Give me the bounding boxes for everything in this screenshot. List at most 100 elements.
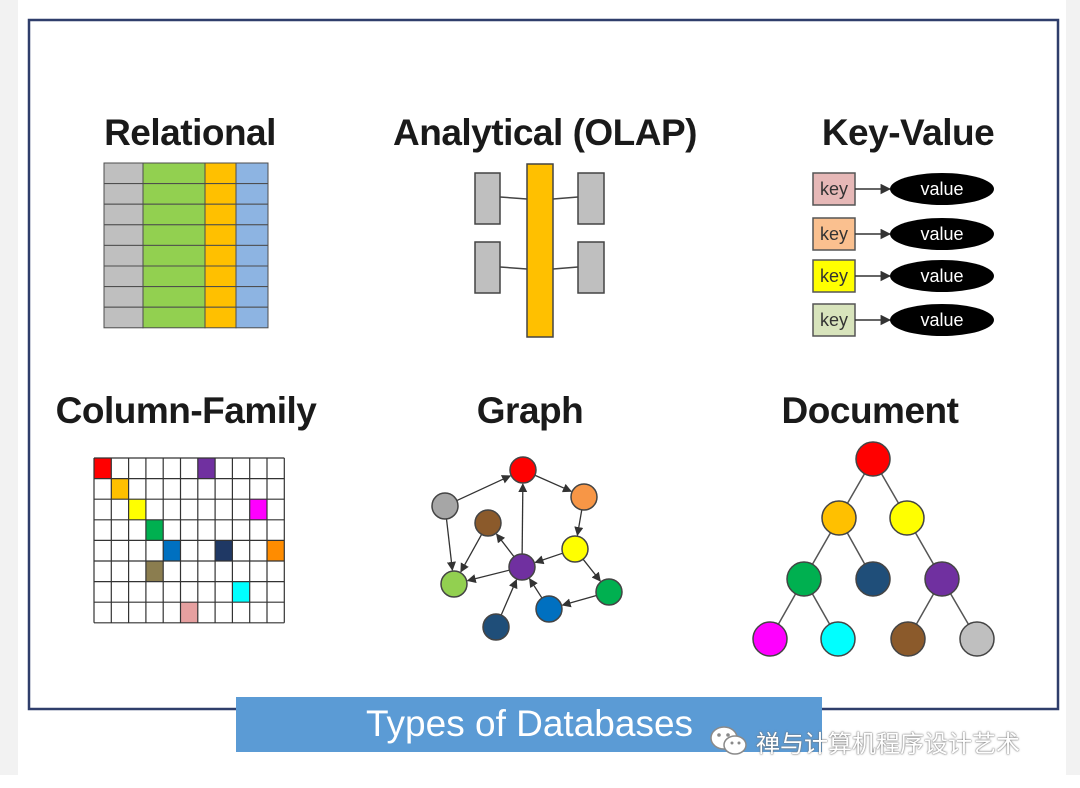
graph-edge — [561, 594, 597, 608]
value-ellipse — [890, 173, 994, 205]
document-node — [855, 441, 891, 477]
olap-dimension-box — [474, 241, 501, 294]
graph-node — [474, 509, 502, 537]
document-node — [855, 561, 891, 597]
column-family-colored-cell — [163, 540, 181, 561]
olap-connector — [552, 266, 579, 270]
graph-node — [595, 578, 623, 606]
relational-cell — [142, 224, 206, 246]
olap-connector — [552, 196, 579, 200]
document-node — [959, 621, 995, 657]
olap-figure — [474, 163, 605, 338]
value-ellipse — [890, 218, 994, 250]
document-node — [752, 621, 788, 657]
key-box — [812, 172, 856, 206]
graph-edge — [456, 475, 512, 502]
document-node — [821, 500, 857, 536]
side-gutter-right — [1066, 0, 1080, 775]
relational-cell — [103, 203, 144, 226]
graph-edge — [466, 569, 510, 584]
graph-edge — [460, 534, 483, 573]
graph-edge — [496, 533, 515, 558]
relational-cell — [103, 306, 144, 329]
column-family-colored-cell — [128, 499, 146, 520]
relational-cell — [235, 244, 269, 267]
document-node — [889, 500, 925, 536]
key-label: key — [820, 310, 848, 330]
relational-cell — [142, 286, 206, 308]
column-family-colored-cell — [197, 458, 216, 479]
graph-edge — [534, 474, 573, 493]
value-ellipse — [890, 260, 994, 292]
relational-cell — [235, 286, 269, 308]
value-label: value — [920, 310, 963, 330]
olap-fact-bar — [526, 163, 554, 338]
relational-cell — [103, 244, 144, 267]
relational-cell — [204, 162, 237, 185]
graph-node — [535, 595, 563, 623]
column-family-colored-cell — [180, 602, 198, 623]
value-label: value — [920, 179, 963, 199]
relational-cell — [235, 203, 269, 226]
relational-cell — [204, 203, 237, 226]
column-family-title: Column-Family — [55, 390, 317, 431]
column-family-colored-cell — [145, 561, 164, 582]
watermark-text: 禅与计算机程序设计艺术 — [756, 729, 1020, 758]
column-family-colored-cell — [249, 499, 267, 520]
relational-cell — [142, 183, 206, 205]
banner-title: Types of Databases — [366, 703, 694, 744]
value-label: value — [920, 266, 963, 286]
key-value-figure: key value key value key value key value — [812, 172, 994, 337]
key-label: key — [820, 266, 848, 286]
relational-cell — [204, 306, 237, 329]
relational-cell — [204, 286, 237, 308]
relational-cell — [142, 162, 206, 185]
olap-connector — [499, 196, 528, 200]
graph-node — [508, 553, 536, 581]
relational-cell — [103, 224, 144, 246]
document-node — [820, 621, 856, 657]
relational-cell — [204, 224, 237, 246]
relational-cell — [204, 265, 237, 288]
relational-cell — [103, 162, 144, 185]
relational-cell — [142, 203, 206, 226]
olap-connector — [499, 266, 528, 270]
document-title: Document — [781, 390, 959, 431]
column-family-colored-cell — [111, 478, 129, 500]
key-label: key — [820, 224, 848, 244]
document-node — [924, 561, 960, 597]
side-gutter-left — [0, 0, 18, 775]
relational-cell — [235, 183, 269, 205]
graph-edge — [582, 558, 601, 582]
graph-node — [431, 492, 459, 520]
graph-node — [561, 535, 589, 563]
relational-cell — [204, 183, 237, 205]
graph-node — [440, 570, 468, 598]
column-family-colored-cell — [215, 540, 233, 561]
document-node — [786, 561, 822, 597]
relational-cell — [142, 265, 206, 288]
relational-cell — [235, 306, 269, 329]
graph-edge — [518, 483, 528, 555]
relational-title: Relational — [104, 112, 276, 153]
graph-edge — [445, 518, 456, 571]
graph-edge — [574, 509, 584, 537]
relational-cell — [103, 265, 144, 288]
graph-title: Graph — [476, 390, 584, 431]
column-family-colored-cell — [94, 458, 112, 479]
key-label: key — [820, 179, 848, 199]
watermark: 禅与计算机程序设计艺术 — [708, 724, 1020, 758]
wechat-icon — [710, 726, 747, 755]
column-family-colored-cell — [267, 540, 285, 561]
relational-cell — [142, 244, 206, 267]
graph-node — [509, 456, 537, 484]
relational-cell — [235, 265, 269, 288]
relational-cell — [235, 162, 269, 185]
graph-edge — [534, 552, 563, 565]
relational-cell — [235, 224, 269, 246]
olap-dimension-box — [577, 241, 605, 294]
value-label: value — [920, 224, 963, 244]
graph-edge — [500, 579, 518, 616]
key-value-title: Key-Value — [821, 112, 995, 153]
olap-title: Analytical (OLAP) — [393, 112, 698, 153]
